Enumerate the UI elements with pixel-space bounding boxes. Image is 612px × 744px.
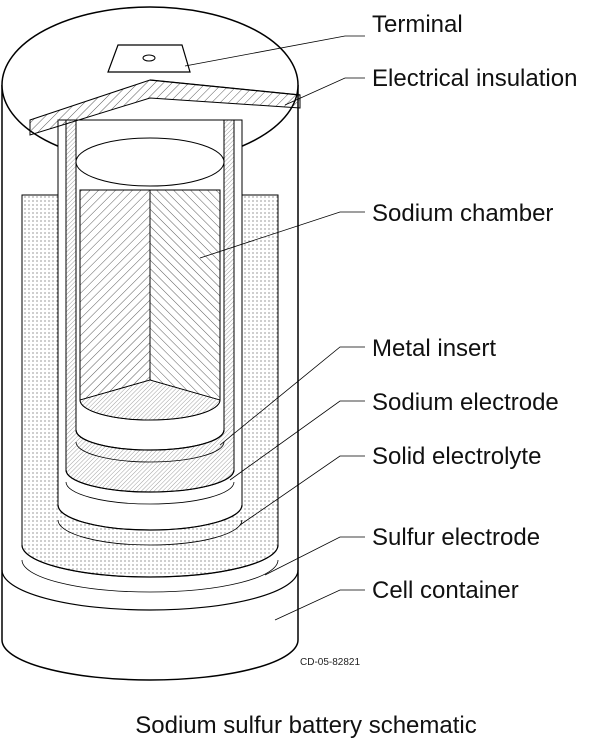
label-metal-insert: Metal insert (372, 335, 497, 362)
electrical-insulation (29, 79, 301, 136)
sodium-chamber (75, 137, 225, 421)
leader-lines (184, 35, 365, 621)
label-terminal: Terminal (372, 11, 463, 38)
label-sodium-chamber: Sodium chamber (372, 200, 554, 227)
label-sodium-electrode: Sodium electrode (372, 389, 559, 416)
label-sulfur-electrode: Sulfur electrode (372, 524, 541, 551)
label-cell-container: Cell container (372, 577, 519, 604)
label-solid-electrolyte: Solid electrolyte (372, 443, 542, 470)
terminal (107, 44, 191, 73)
label-electrical-insulation: Electrical insulation (372, 65, 578, 92)
figure-caption: Sodium sulfur battery schematic (135, 712, 477, 739)
figure-code: CD-05-82821 (300, 657, 361, 668)
